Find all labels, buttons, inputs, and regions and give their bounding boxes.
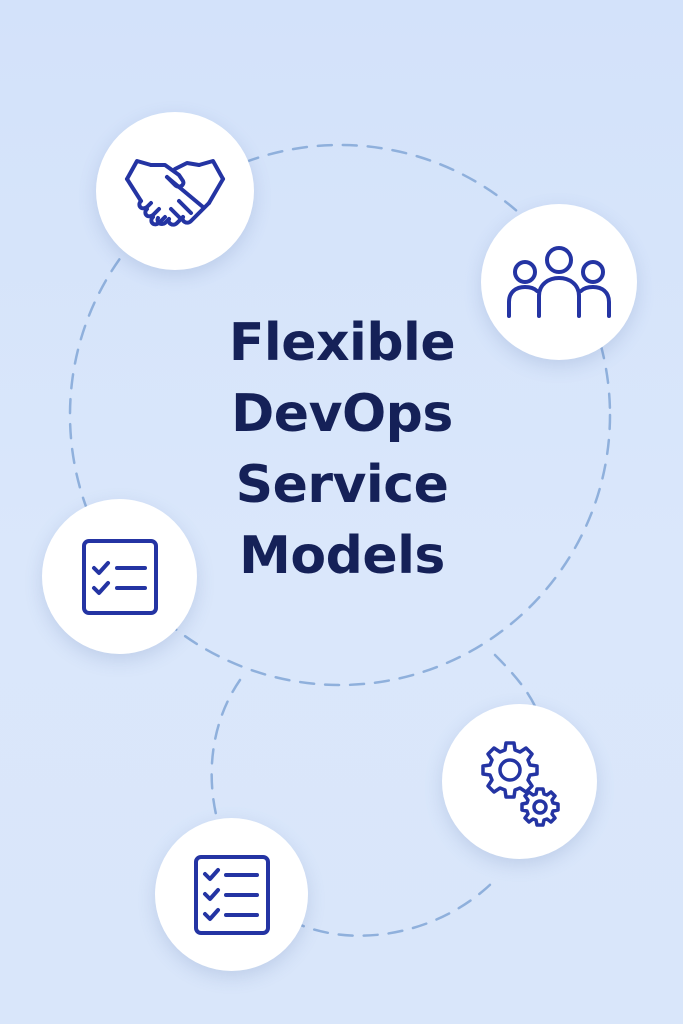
checklist-icon <box>193 854 270 935</box>
title-line-3: Service <box>235 455 449 515</box>
handshake-icon <box>125 159 225 227</box>
checklist-icon <box>81 538 158 615</box>
page-title: Flexible DevOps Service Models <box>150 308 534 592</box>
node-team <box>481 204 637 360</box>
node-checklist-bottom <box>155 818 308 971</box>
node-gears <box>442 704 597 859</box>
node-checklist-left <box>42 499 197 654</box>
gears-icon <box>480 740 560 827</box>
large-dashed-ring <box>68 143 612 687</box>
title-line-2: DevOps <box>231 384 453 444</box>
title-line-1: Flexible <box>228 313 456 373</box>
title-line-4: Models <box>239 526 445 586</box>
node-handshake <box>96 112 254 270</box>
team-icon <box>507 246 611 318</box>
